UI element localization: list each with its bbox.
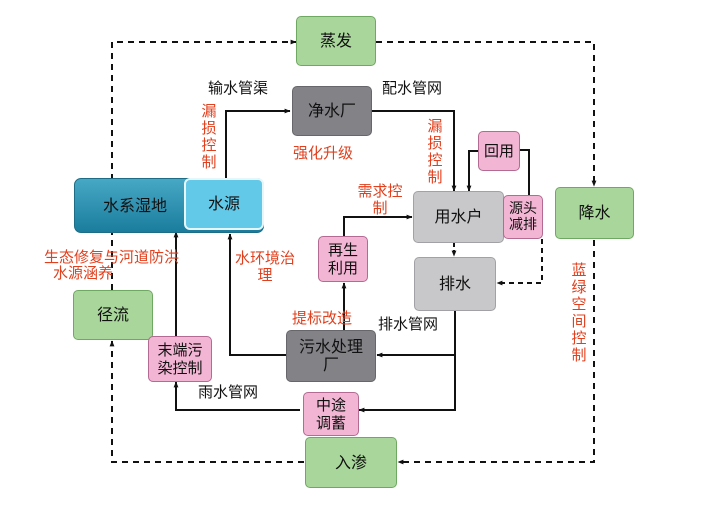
source-reduction-node: 源头减排	[503, 195, 543, 239]
edge-midway-to-end-control	[173, 381, 300, 411]
sewage-plant-node: 污水处理厂	[286, 330, 376, 382]
infiltration-node: 入渗	[305, 437, 397, 488]
water-user-node: 用水户	[413, 191, 504, 243]
water-environment-text: 水环境治理	[234, 249, 295, 284]
drainage-network-label: 排水管网	[378, 315, 439, 333]
edge-plant-to-user	[372, 110, 457, 192]
midway-storage-node: 中途调蓄	[303, 392, 359, 436]
wetland-system-label: 水系湿地	[103, 195, 168, 215]
water-plant-node: 净水厂	[292, 86, 372, 136]
ecological-restoration-label: 生态修复与河道防洪	[44, 248, 180, 266]
transport-canal-label: 输水管渠	[208, 79, 269, 97]
edge-regeneration-to-user	[343, 214, 413, 236]
water-environment-label: 水环境治理	[234, 250, 296, 284]
edge-infiltration-to-runoff	[109, 340, 304, 463]
edge-sewage-to-environment	[227, 233, 286, 356]
demand-control-text: 需求控制	[357, 182, 403, 217]
edge-evaporation-to-precipitation	[376, 41, 597, 187]
recycle-node: 回用	[478, 131, 520, 171]
leak-control-right-label: 漏损控制	[427, 117, 443, 186]
blue-green-space-label: 蓝绿空间控制	[571, 261, 587, 364]
end-pollution-control-node: 末端污染控制	[148, 336, 212, 382]
regeneration-node: 再生利用	[318, 236, 368, 282]
evaporation-node: 蒸发	[296, 16, 376, 66]
drainage-node: 排水	[414, 257, 496, 311]
precipitation-node: 降水	[555, 187, 634, 239]
edge-precipitation-to-infiltration	[397, 240, 595, 465]
source-conservation-label: 水源涵养	[53, 264, 114, 282]
water-source-node: 水源	[184, 178, 264, 230]
edge-recycle-to-user	[466, 150, 478, 192]
edge-source-to-plant	[225, 108, 291, 178]
edge-source-reduction-to-drainage	[496, 239, 543, 286]
distribution-network-label: 配水管网	[382, 79, 443, 97]
demand-control-label: 需求控制	[356, 183, 404, 217]
rainwater-network-label: 雨水管网	[198, 383, 259, 401]
edge-drainage-to-midway	[358, 355, 456, 413]
leak-control-left-label: 漏损控制	[201, 102, 217, 171]
runoff-node: 径流	[73, 290, 153, 340]
upgrade-label: 强化升级	[293, 144, 354, 162]
standard-upgrade-label: 提标改造	[292, 309, 353, 327]
